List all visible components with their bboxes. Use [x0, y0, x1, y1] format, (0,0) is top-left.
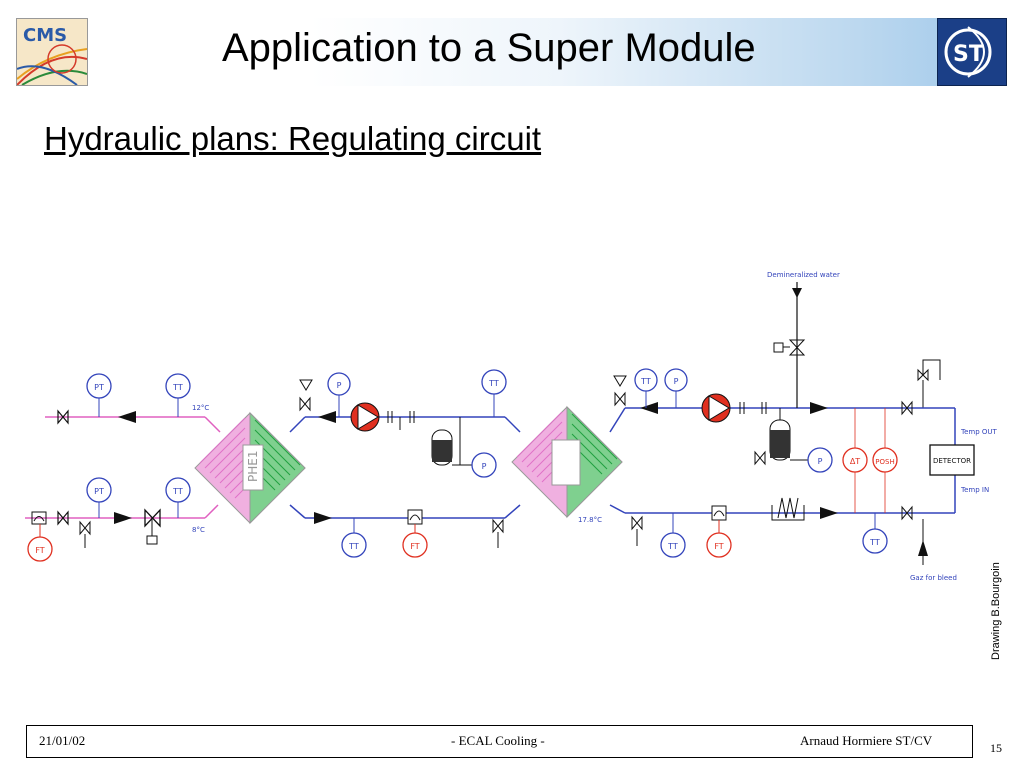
page-number: 15 [990, 741, 1002, 755]
slide-subtitle: Hydraulic plans: Regulating circuit [44, 120, 542, 157]
valve-icon [788, 339, 806, 356]
posh-label: POSH [875, 458, 894, 466]
tt-instrument [165, 373, 191, 399]
valve-icon [144, 508, 161, 528]
pt-label: PT [94, 487, 104, 496]
flowmeter-icon [407, 509, 423, 525]
p-label: P [482, 462, 487, 471]
tt-label: TT [869, 538, 880, 547]
actuator-icon [146, 535, 158, 545]
flow-arrow [118, 411, 136, 423]
temp-12c-label: 12°C [192, 404, 209, 412]
valve-icon [57, 510, 69, 526]
p-label: P [337, 381, 342, 390]
hydraulic-diagram: PT TT 12°C PT TT 8°C FT PHE1 [25, 271, 998, 582]
second-heat-exchanger [511, 405, 623, 519]
detector-box [929, 444, 975, 476]
valve-icon [614, 391, 626, 407]
p-label: P [818, 457, 823, 466]
slide-footer: 21/01/02 - ECAL Cooling - Arnaud Hormier… [26, 725, 973, 758]
pt-instrument [86, 373, 112, 399]
ft-instrument [402, 532, 428, 558]
tt-instrument [862, 528, 888, 554]
valve-icon [57, 409, 69, 425]
cms-logo: CMS [16, 18, 88, 86]
cern-logo-text: ST [953, 42, 984, 67]
temp-in-label: Temp IN [960, 486, 989, 494]
valve-icon [901, 400, 913, 416]
ft-label: FT [35, 546, 44, 555]
phe1-heat-exchanger: PHE1 [194, 411, 306, 525]
slide-header: CMS Application to a Super Module ST [0, 0, 1024, 95]
ft-label: FT [410, 542, 419, 551]
valve-icon [299, 396, 311, 412]
valve-icon [901, 505, 913, 521]
tt-label: TT [348, 542, 359, 551]
drawing-credit: Drawing B.Bourgoin [990, 562, 1002, 660]
posh-instrument [872, 447, 898, 473]
tt-label: TT [172, 487, 183, 496]
gaz-for-bleed-label: Gaz for bleed [910, 574, 957, 582]
tt-label: TT [172, 383, 183, 392]
footer-date: 21/01/02 [39, 733, 86, 748]
tt-instrument [660, 532, 686, 558]
tt-instrument [165, 477, 191, 503]
cern-st-logo: ST [937, 18, 1007, 86]
drain-valve-icon [754, 450, 766, 466]
flow-arrow [114, 512, 132, 524]
p-label: P [674, 377, 679, 386]
cms-logo-text: CMS [23, 25, 67, 46]
flowmeter-icon [711, 505, 727, 521]
page-title: Application to a Super Module [222, 26, 756, 70]
pt-instrument [86, 477, 112, 503]
temp-8c-label: 8°C [192, 526, 205, 534]
footer-author: Arnaud Hormiere ST/CV [800, 733, 933, 748]
tt-label: TT [667, 542, 678, 551]
tt-label: TT [488, 379, 499, 388]
pt-label: PT [94, 383, 104, 392]
tt-label: TT [640, 377, 651, 386]
delta-t-instrument [842, 447, 868, 473]
drain-valve-icon [79, 520, 91, 536]
detector-label: DETECTOR [933, 457, 971, 465]
ft-instrument [706, 532, 732, 558]
delta-t-label: ΔT [850, 457, 860, 466]
demineralized-water-label: Demineralized water [767, 271, 840, 279]
temp-out-label: Temp OUT [960, 428, 998, 436]
filter-icon [31, 511, 47, 525]
footer-center: - ECAL Cooling - [451, 733, 545, 748]
phe1-label: PHE1 [246, 451, 260, 482]
ft-label: FT [714, 542, 723, 551]
p-instrument [807, 447, 833, 473]
valve-icon [917, 368, 929, 382]
title-bar [12, 18, 1007, 86]
temp-178c-label: 17.8°C [578, 516, 602, 524]
p-instrument [471, 452, 497, 478]
drain-valve-icon [492, 518, 504, 534]
heater-icon [771, 505, 805, 521]
tt-instrument [341, 532, 367, 558]
drain-valve-icon [631, 515, 643, 531]
